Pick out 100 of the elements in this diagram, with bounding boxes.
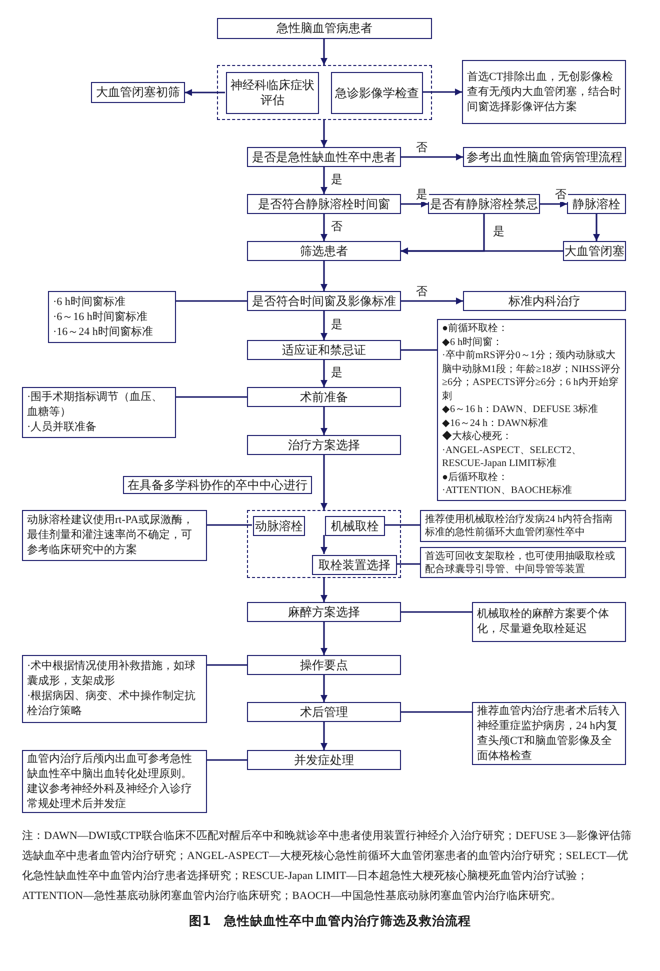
decision-box (247, 291, 401, 311)
note-text: ·人员并联准备 (27, 420, 97, 435)
note-text: ·根据病因、病变、术中操作制定抗栓治疗策略 (27, 689, 197, 719)
step-text: 参考出血性脑血管病管理流程 (466, 150, 622, 164)
note-text: ●后循环取栓： (442, 470, 508, 484)
arrow (401, 248, 563, 254)
footnote: 注：DAWN—DWI或CTP联合临床不匹配对醒后卒中和晚就诊卒中患者使用装置行神经介入治疗研究；DEFUSE 3—影像评估筛选缺血卒中患者血管内治疗研究；ANGEL-ASPECT—大梗死核心急性前循环大血管闭塞患者的血管内治疗研究；SELECT—优化急性缺血性卒中血管内治疗患者选择研究；RESCUE-Japan LIMIT—日本超急性大梗死核心脑梗死血管内治疗试验；ATTENTION—急性基底动脉闭塞血管内治疗临床研究；BAOCH—中国急性基底动脉闭塞血管内治疗临床研究。 (22, 828, 632, 904)
edge-label: 是 (415, 189, 429, 202)
decision-box (247, 147, 401, 167)
note-text: 血管内治疗后颅内出血可参考急性缺血性卒中脑出血转化处理原则。建议参考神经外科及神经介入诊疗常规处理术后并发症 (27, 752, 193, 812)
decision-box (247, 194, 401, 214)
step-text: 大血管闭塞 (564, 244, 624, 258)
connector-line (401, 349, 437, 351)
step-box (247, 241, 401, 261)
note-text: ·ATTENTION、BAOCHE标准 (442, 484, 572, 498)
connector-line (384, 524, 420, 526)
step-text: 术后管理 (300, 704, 348, 720)
connector-line (207, 664, 247, 666)
step-box (217, 18, 432, 39)
step-text: 是否符合时间窗及影像标准 (252, 294, 396, 308)
note-text: 动脉溶栓建议使用rt-PA或尿激酶，最佳剂量和灌注速率尚不确定，可参考临床研究中的方案 (27, 513, 194, 558)
step-text: 在具备多学科协作的卒中中心进行 (128, 478, 308, 492)
connector-line (207, 759, 247, 761)
connector-line (401, 711, 472, 713)
step-text: 是否是急性缺血性卒中患者 (252, 150, 396, 164)
arrow (320, 360, 328, 387)
connector-line (401, 611, 472, 613)
note-text: ◆6 h时间窗： (442, 336, 502, 350)
step-text: 大血管闭塞初筛 (96, 85, 180, 100)
step-box (312, 555, 397, 575)
note-text: 推荐使用机械取栓治疗发病24 h内符合指南标准的急性前循环大血管闭塞性卒中 (425, 513, 614, 539)
step-box (463, 291, 626, 311)
edge-label: 否 (330, 220, 344, 234)
step-box (567, 194, 626, 214)
edge-label: 是 (330, 318, 344, 332)
arrow (320, 622, 328, 655)
note-box (420, 510, 626, 542)
step-box (247, 702, 401, 722)
arrow (185, 89, 225, 96)
arrow (320, 311, 328, 340)
note-box (472, 602, 626, 642)
step-box (325, 516, 385, 536)
note-text: 机械取栓的麻醉方案要个体化，尽量避免取栓延迟 (477, 607, 610, 637)
note-box (22, 387, 176, 438)
step-text: 动脉溶栓 (255, 518, 303, 534)
note-text: 首选可回收支架取栓，也可使用抽吸取栓或配合球囊导引导管、中间导管等装置 (425, 550, 616, 576)
arrow (401, 154, 463, 160)
arrow (320, 535, 328, 554)
step-box (91, 82, 185, 103)
edge-label: 否 (415, 286, 429, 299)
step-text: 治疗方案选择 (288, 438, 360, 452)
step-box (247, 655, 401, 675)
arrow (320, 214, 328, 241)
note-text: ·16～24 h时间窗标准 (53, 324, 153, 340)
step-text: 急诊影像学检查 (335, 86, 419, 100)
step-text: 急性脑血管病患者 (276, 21, 372, 36)
arrow (401, 200, 428, 208)
step-text: 并发症处理 (294, 752, 354, 768)
step-box (247, 750, 401, 770)
note-box (48, 291, 176, 343)
arrow (320, 120, 328, 147)
step-text: 标准内科治疗 (508, 294, 580, 308)
step-box (331, 72, 423, 114)
arrow (422, 88, 462, 96)
note-box (420, 547, 626, 578)
arrow (320, 722, 328, 750)
edge-label: 否 (415, 142, 429, 155)
note-text: ·卒中前mRS评分0～1分；颈内动脉或大脑中动脉M1段；年龄≥18岁；NIHSS评分≥6分；ASPECTS评分≥6分；6 h内开始穿刺 (442, 349, 621, 404)
note-text: 推荐血管内治疗患者术后转入神经重症监护病房，24 h内复查头颅CT和脑血管影像及全面体格检查 (477, 704, 621, 764)
arrow (320, 675, 328, 702)
connector-line (207, 524, 252, 526)
note-text: ·6～16 h时间窗标准 (53, 310, 148, 324)
step-box (247, 435, 401, 455)
arrow (320, 261, 328, 291)
arrow (320, 455, 328, 510)
step-box (247, 602, 401, 622)
connector-line (176, 396, 247, 398)
note-text: 首选CT排除出血，无创影像检查有无颅内大血管闭塞，结合时间窗选择影像评估方案 (467, 70, 621, 114)
edge-label: 否 (554, 189, 568, 202)
arrow (540, 200, 567, 208)
arrow (401, 298, 463, 304)
note-box (437, 319, 626, 501)
step-text: 静脉溶栓 (572, 196, 620, 212)
note-text: ·术中根据情况使用补救措施，如球囊成形，支架成形 (27, 659, 197, 689)
edge-label: 是 (330, 174, 344, 186)
arrow (320, 167, 328, 194)
note-text: ·围手术期指标调节（血压、血糖等） (27, 390, 164, 420)
step-box (463, 147, 626, 167)
note-text: ·6 h时间窗标准 (53, 294, 126, 310)
step-text: 是否符合静脉溶栓时间窗 (258, 196, 390, 212)
step-box (247, 340, 401, 360)
step-text: 适应证和禁忌证 (282, 342, 366, 358)
step-text: 麻醉方案选择 (288, 604, 360, 620)
note-text: ·ANGEL-ASPECT、SELECT2、RESCUE-Japan LIMIT标准 (442, 444, 582, 471)
step-box (226, 72, 319, 114)
figure-caption: 图1 急性缺血性卒中血管内治疗筛选及救治流程 (188, 913, 472, 930)
connector-line (396, 563, 420, 565)
note-text: ◆16～24 h：DAWN标准 (442, 416, 548, 430)
arrow (320, 407, 328, 435)
step-text: 筛选患者 (300, 244, 348, 258)
